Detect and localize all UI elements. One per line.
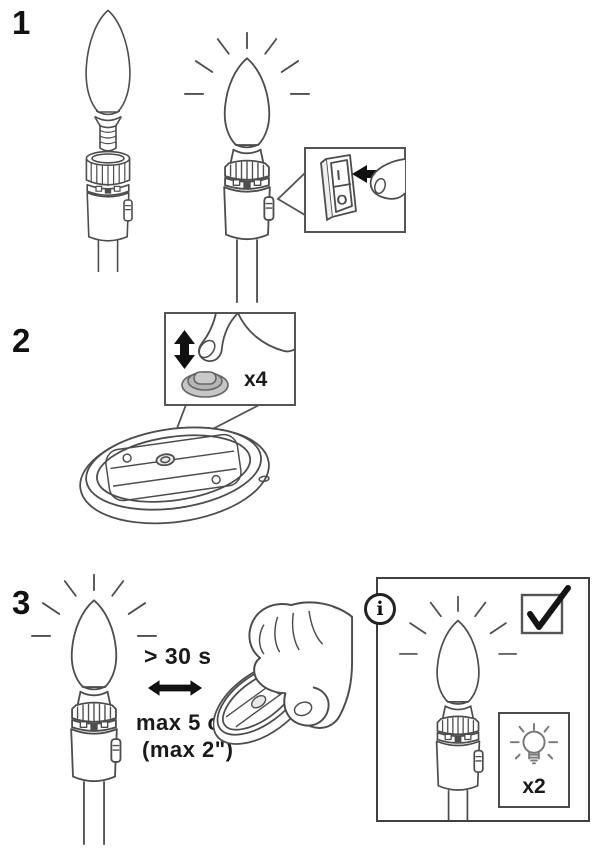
bulb-socket-lit-illustration	[30, 573, 158, 846]
finger-illustration	[197, 312, 296, 362]
press-count-label: x4	[244, 368, 268, 391]
pairing-button	[155, 453, 176, 467]
bulb-blink-count-label: x2	[522, 775, 546, 798]
left-arrow-icon	[352, 165, 391, 183]
left-right-arrow-icon	[147, 680, 203, 696]
rocker-switch-illustration: I O	[320, 154, 357, 221]
step-3-number: 3	[12, 584, 31, 621]
step-2-number: 2	[12, 322, 31, 359]
info-icon-glyph: i	[376, 597, 384, 620]
switch-off-label: O	[336, 191, 348, 208]
remote-back-open-illustration	[79, 426, 270, 525]
switch-on-label: I	[336, 167, 341, 183]
hand-holding-remote-illustration	[213, 601, 354, 745]
up-down-arrow-icon	[174, 330, 195, 369]
hold-time-label: > 30 s	[144, 643, 212, 669]
success-info-panel: i x2	[364, 577, 590, 822]
checkmark-icon	[520, 585, 571, 635]
pairing-button	[181, 371, 229, 398]
rocker-switch-inset: I O	[276, 147, 406, 233]
step-1-number: 1	[12, 4, 31, 41]
blink-count-box: x2	[498, 712, 570, 808]
info-icon: i	[364, 593, 396, 625]
blinking-bulb-icon	[509, 722, 559, 765]
max-distance-imperial-label: (max 2")	[142, 737, 234, 762]
finger-illustration	[369, 158, 406, 200]
